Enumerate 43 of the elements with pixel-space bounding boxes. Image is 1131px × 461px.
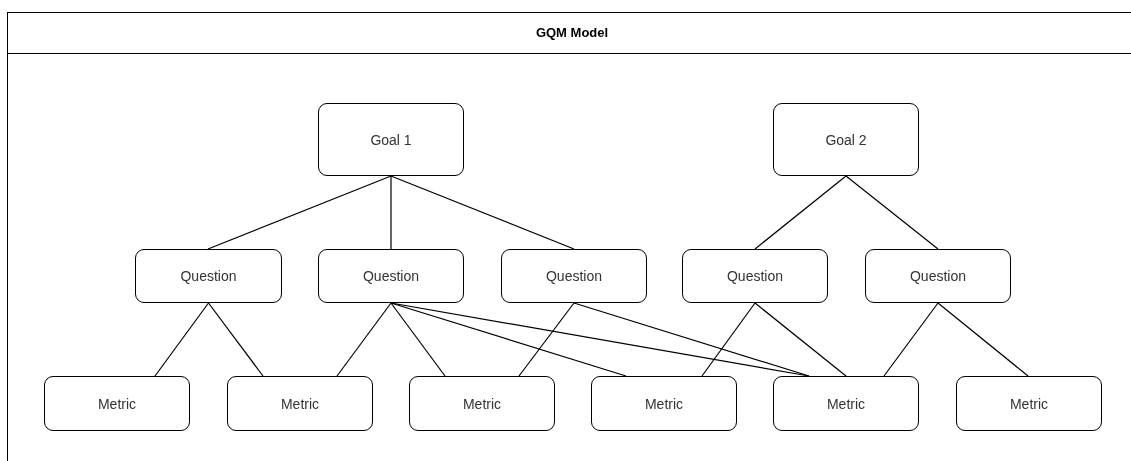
- box-label: Question: [362, 268, 419, 284]
- box-label: Question: [726, 268, 783, 284]
- connector-line: [207, 302, 264, 377]
- question-box: [135, 249, 282, 303]
- connector-line: [390, 175, 392, 250]
- question-box: [501, 249, 647, 303]
- connector-line: [154, 302, 210, 377]
- connector-line: [336, 302, 392, 377]
- box-label: Metric: [1009, 395, 1049, 412]
- goal-box: [318, 103, 464, 176]
- swimlane-container: [7, 12, 1131, 461]
- connector-line: [390, 302, 446, 377]
- box-label: Question: [545, 268, 602, 284]
- connector-line: [883, 302, 939, 377]
- connector-line: [573, 302, 810, 377]
- box-label: Goal 2: [825, 131, 867, 148]
- connector-line: [207, 175, 392, 250]
- metric-box: [409, 376, 555, 431]
- connector-line: [937, 302, 1029, 377]
- box-label: Goal 1: [370, 131, 412, 148]
- metric-box: [227, 376, 373, 431]
- question-box: [682, 249, 828, 303]
- goal-box: [773, 103, 919, 176]
- box-label: Metric: [462, 395, 502, 412]
- question-box: [318, 249, 464, 303]
- connector-line: [518, 302, 575, 377]
- container-title: GQM Model: [8, 13, 1131, 54]
- connector-line: [845, 175, 939, 250]
- box-label: Metric: [644, 395, 684, 412]
- connector-line: [754, 302, 847, 377]
- metric-box: [591, 376, 737, 431]
- box-label: Metric: [97, 395, 137, 412]
- metric-box: [956, 376, 1102, 431]
- box-label: Question: [909, 268, 966, 284]
- metric-box: [773, 376, 919, 431]
- metric-box: [44, 376, 190, 431]
- box-label: Question: [180, 268, 237, 284]
- box-label: Metric: [280, 395, 320, 412]
- connector-line: [754, 175, 847, 250]
- box-label: Metric: [826, 395, 866, 412]
- connector-line: [701, 302, 756, 377]
- connector-line: [390, 175, 575, 250]
- question-box: [865, 249, 1011, 303]
